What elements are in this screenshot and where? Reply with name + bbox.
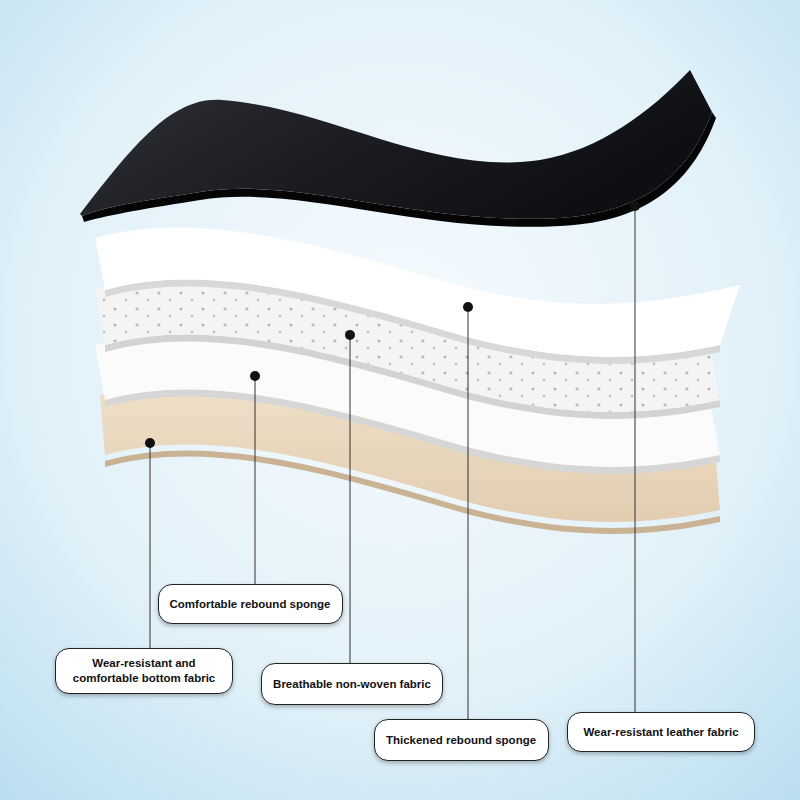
- leader-line: [635, 206, 636, 712]
- callout-box: Comfortable rebound sponge: [158, 584, 343, 624]
- callout-box: Breathable non-woven fabric: [261, 663, 443, 705]
- callout-label: Thickened rebound sponge: [386, 733, 536, 748]
- callout-label: Wear-resistant and comfortable bottom fa…: [69, 656, 219, 686]
- leader-line: [150, 443, 151, 648]
- callout-box: Thickened rebound sponge: [374, 719, 549, 761]
- leader-line: [468, 307, 469, 719]
- callout-dot: [250, 371, 260, 381]
- callout-label: Comfortable rebound sponge: [170, 597, 331, 612]
- callout-dot: [630, 201, 640, 211]
- callout-dots: [145, 201, 640, 448]
- callout-label: Wear-resistant leather fabric: [583, 725, 738, 740]
- leader-lines: [150, 206, 635, 719]
- callout-dot: [463, 302, 473, 312]
- callout-box: Wear-resistant and comfortable bottom fa…: [55, 648, 233, 694]
- leader-line: [350, 335, 351, 663]
- callout-label: Breathable non-woven fabric: [273, 677, 431, 692]
- upper-sponge-layer: [95, 227, 740, 356]
- leader-line: [255, 376, 256, 584]
- callout-box: Wear-resistant leather fabric: [567, 712, 755, 752]
- callout-dot: [345, 330, 355, 340]
- leather-layer: [80, 70, 712, 219]
- callout-dot: [145, 438, 155, 448]
